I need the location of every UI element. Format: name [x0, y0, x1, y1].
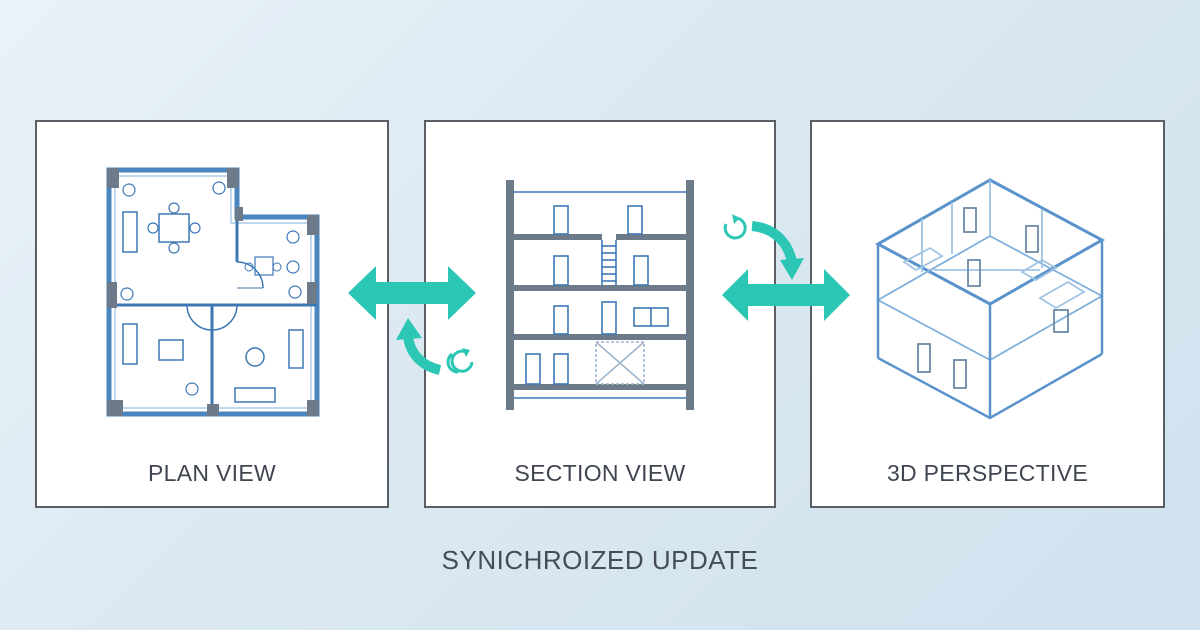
sync-arrows-icon: [723, 214, 804, 280]
plan-view-panel: PLAN VIEW: [35, 120, 389, 508]
isometric-building-icon: [874, 178, 1106, 420]
plan-view-label: PLAN VIEW: [148, 460, 276, 486]
section-view-label: SECTION VIEW: [514, 460, 686, 486]
floor-plan-icon: [106, 167, 320, 417]
double-arrow-icon: [722, 269, 850, 321]
building-section-icon: [506, 180, 694, 410]
perspective-panel: 3D PERSPECTIVE: [810, 120, 1165, 508]
double-arrow-icon: [348, 266, 476, 320]
diagram-caption: SYNICHROIZED UPDATE: [441, 545, 759, 575]
sync-arrows-icon: [396, 318, 474, 375]
section-view-panel: SECTION VIEW: [424, 120, 776, 508]
perspective-label: 3D PERSPECTIVE: [886, 460, 1089, 486]
